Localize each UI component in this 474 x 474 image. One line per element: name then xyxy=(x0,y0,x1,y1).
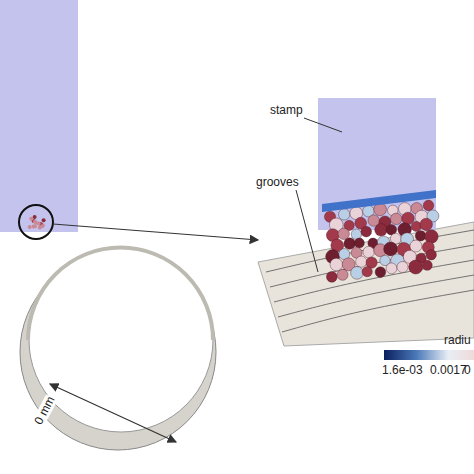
stamp-plane xyxy=(0,0,78,232)
particle xyxy=(422,260,432,270)
particle-pack xyxy=(324,200,438,282)
particle xyxy=(426,250,436,260)
particle xyxy=(337,269,348,280)
particle xyxy=(423,200,434,211)
particle xyxy=(31,225,35,229)
particle xyxy=(356,256,367,267)
particle xyxy=(375,267,386,278)
leader-line xyxy=(304,118,342,132)
particle xyxy=(28,225,32,229)
part-label: grooves xyxy=(256,176,299,189)
stamp-slab xyxy=(322,190,436,212)
particle xyxy=(409,260,423,274)
particle xyxy=(375,224,388,237)
colorbar-label: 0 xyxy=(464,364,471,377)
particle xyxy=(351,267,364,280)
particle xyxy=(361,226,372,237)
particle xyxy=(420,218,432,230)
particle xyxy=(29,217,33,221)
particle xyxy=(338,228,349,239)
dimension-arrow xyxy=(50,384,176,442)
colorbar xyxy=(384,350,474,360)
groove xyxy=(282,290,474,332)
groove-lines xyxy=(266,230,474,332)
particle xyxy=(326,271,337,282)
stamp-plane xyxy=(318,98,436,230)
particle xyxy=(354,238,364,248)
particle xyxy=(37,222,41,226)
particle xyxy=(344,238,355,249)
particle xyxy=(411,221,421,231)
particle xyxy=(33,220,37,224)
particle xyxy=(384,242,398,256)
colorbar-label: 0.0017 xyxy=(430,364,467,377)
particle xyxy=(38,225,42,229)
particle-cluster xyxy=(28,215,46,229)
colorbar-label: radiu xyxy=(444,334,471,347)
ring xyxy=(20,248,216,450)
groove xyxy=(278,275,474,317)
particle xyxy=(351,229,361,239)
leader-line xyxy=(296,190,318,272)
particle xyxy=(363,246,374,257)
particle xyxy=(386,263,397,274)
particle xyxy=(390,213,401,224)
particle xyxy=(339,209,350,220)
particle xyxy=(330,258,343,271)
particle xyxy=(425,230,439,244)
groove-surface xyxy=(258,222,474,346)
colorbar-label: 1.6e-03 xyxy=(382,364,423,377)
part-label: stamp xyxy=(270,104,303,117)
particle xyxy=(362,267,372,277)
zoom-arrow xyxy=(53,224,258,240)
particle xyxy=(42,218,46,222)
particle xyxy=(397,261,408,272)
particle xyxy=(415,230,425,240)
particle xyxy=(410,240,422,252)
zoom-circle xyxy=(19,205,53,239)
